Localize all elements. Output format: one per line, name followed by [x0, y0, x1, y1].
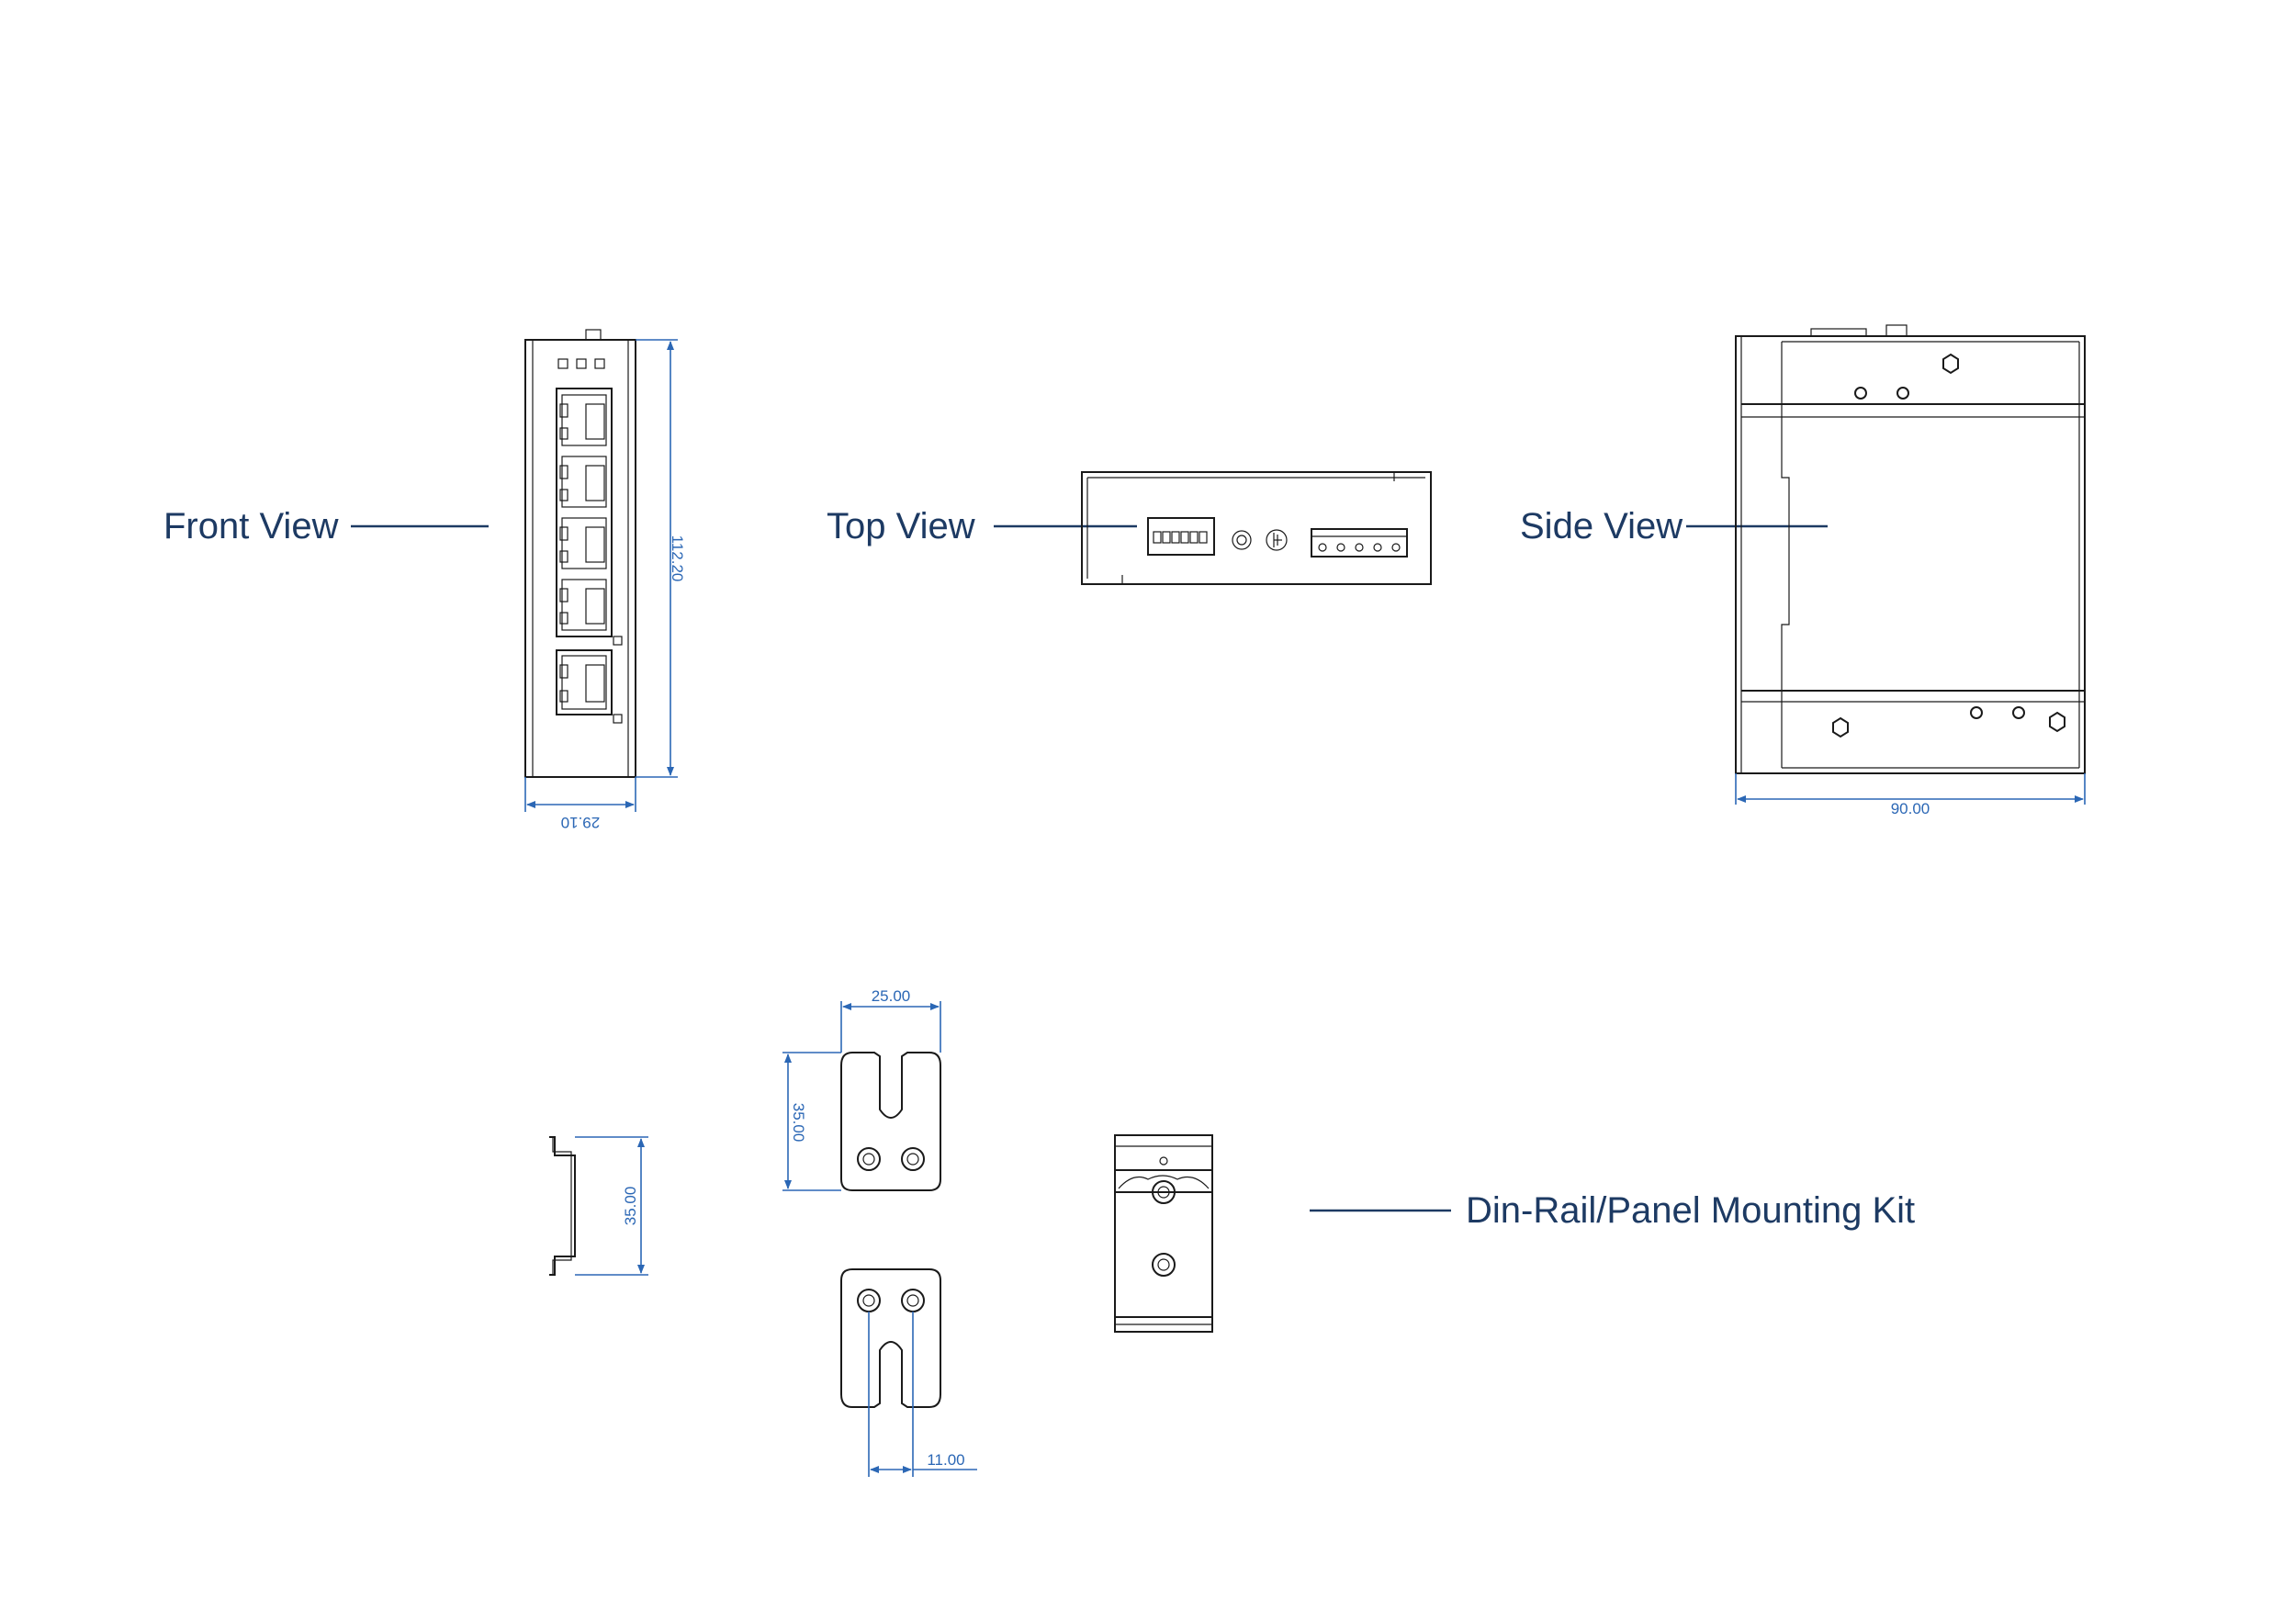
rj45-port [559, 579, 607, 631]
screw-hex-icon [1832, 716, 1849, 738]
bracket-width-value: 25.00 [872, 987, 911, 1005]
clip-screw-icon [1152, 1180, 1176, 1204]
bracket-width-dimension: 25.00 [840, 987, 941, 1053]
ground-icon [1266, 529, 1288, 551]
mounting-kit-label: Din-Rail/Panel Mounting Kit [1466, 1190, 1915, 1231]
top-view-label: Top View [827, 506, 975, 546]
screw-hole-icon [1970, 706, 1983, 719]
screw-hole-icon [1896, 387, 1909, 400]
front-view: Front View [163, 329, 686, 831]
side-depth-dimension: 90.00 [1735, 773, 2086, 817]
front-height-value: 112.20 [669, 535, 686, 582]
mounting-hole-icon [901, 1147, 925, 1171]
reset-icon [1232, 530, 1252, 550]
hole-spacing-dimension: 11.00 [868, 1312, 977, 1477]
dip-switch [1147, 517, 1215, 556]
mounting-kit: 35.00 25.00 35.00 [549, 987, 1915, 1477]
din-rail-clip [1114, 1134, 1213, 1333]
screw-hole-icon [1854, 387, 1867, 400]
front-view-label: Front View [163, 506, 339, 546]
screw-hole-icon [2012, 706, 2025, 719]
led-indicator [576, 358, 587, 369]
hole-spacing-value: 11.00 [927, 1451, 964, 1469]
ethernet-port-block [556, 388, 613, 637]
screw-hex-icon [2049, 711, 2065, 733]
rj45-port [559, 456, 607, 508]
mounting-hole-icon [857, 1289, 881, 1312]
front-width-dimension: 29.10 [524, 777, 636, 831]
uplink-port [556, 649, 613, 715]
led-indicator [557, 358, 568, 369]
front-view-body [524, 329, 636, 778]
led-indicator [594, 358, 605, 369]
top-connector-icon [1810, 324, 1908, 337]
top-view-body [1081, 471, 1432, 585]
front-width-value: 29.10 [561, 814, 601, 831]
rj45-port [559, 517, 607, 569]
power-terminal-block [1311, 528, 1408, 558]
side-view-label: Side View [1520, 506, 1683, 546]
bracket-bottom [840, 1268, 941, 1408]
mounting-hole-icon [857, 1147, 881, 1171]
bracket-height-dimension: 35.00 [782, 1052, 841, 1191]
bracket-top [840, 1052, 941, 1191]
rj45-port [559, 394, 607, 446]
side-view-body [1735, 324, 2086, 774]
bracket-height-value: 35.00 [790, 1103, 807, 1143]
side-depth-value: 90.00 [1891, 800, 1930, 817]
rail-height-value: 35.00 [622, 1187, 639, 1226]
rail-height-dimension: 35.00 [575, 1136, 648, 1276]
clip-screw-icon [1152, 1253, 1176, 1277]
din-rail-profile [549, 1136, 576, 1276]
screw-hex-icon [1942, 353, 1959, 375]
front-height-dimension: 112.20 [636, 339, 686, 778]
side-view: Side View [1520, 324, 2086, 817]
mounting-hole-icon [901, 1289, 925, 1312]
top-view: Top View [827, 471, 1432, 585]
clip-hole-icon [1159, 1156, 1168, 1166]
